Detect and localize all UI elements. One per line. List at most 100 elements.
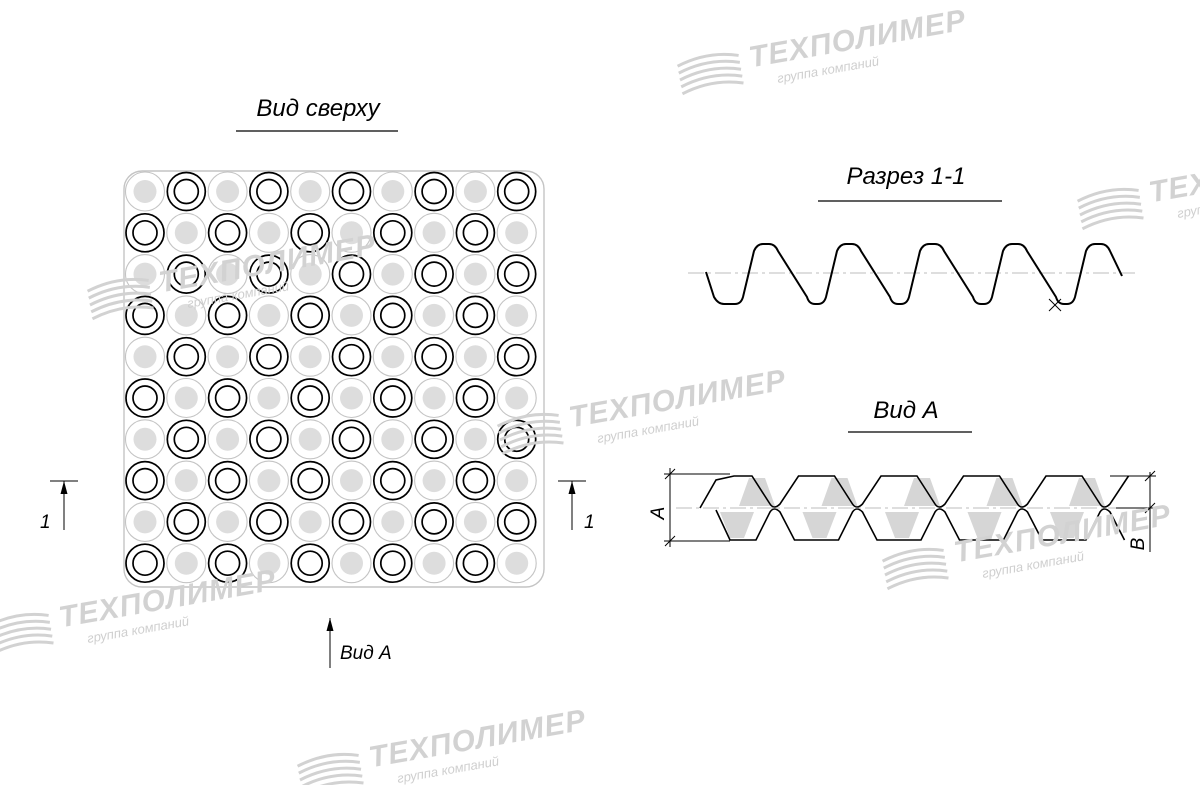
dimple-cell: [207, 336, 248, 377]
top-view-title: Вид сверху: [256, 95, 381, 122]
view-a-stud-fill: [885, 512, 919, 538]
stud-cell: [207, 378, 248, 418]
dimension-a-label: A: [648, 507, 669, 521]
stud-cell: [207, 295, 248, 336]
stud-cell: [207, 212, 248, 253]
stud-cell: [331, 171, 372, 212]
stud-cell: [207, 543, 248, 584]
dimple-cell: [290, 254, 331, 295]
stud-cell: [125, 295, 165, 336]
view-a-lower-profile: [715, 508, 1126, 541]
stud-cell: [166, 419, 207, 460]
stud-cell: [372, 295, 413, 336]
dimple-cell: [414, 377, 455, 419]
dimple-cell: [496, 460, 537, 501]
stud-cell: [455, 295, 496, 336]
dimple-cell: [372, 254, 413, 295]
watermark-logo-icon: [1076, 187, 1144, 231]
view-a-upper-profile: [699, 475, 1130, 509]
stud-cell: [249, 171, 289, 212]
dimple-cell: [124, 419, 166, 460]
dimple-cell: [496, 377, 537, 419]
view-a-stud-fill: [720, 512, 754, 538]
dimple-cell: [455, 419, 496, 460]
section-view: Разрез 1-1: [688, 163, 1135, 312]
stud-cell: [125, 543, 165, 584]
view-a-stud-fill: [1050, 512, 1084, 538]
stud-cell: [166, 336, 207, 377]
section-mark-right-label: 1: [584, 512, 595, 533]
dimple-cell: [455, 336, 496, 377]
watermark-logo-icon: [86, 277, 154, 321]
dimple-cell: [455, 501, 496, 542]
watermark-logo-icon: [0, 612, 54, 656]
watermark-logo-icon: [881, 547, 949, 591]
dimple-cell: [248, 295, 289, 336]
stud-cell: [455, 378, 496, 418]
stud-cell: [125, 378, 165, 418]
dimple-cell: [290, 501, 331, 542]
view-a-arrow: Вид А: [326, 618, 392, 668]
stud-cell: [496, 502, 537, 542]
section-cut-marker: [1048, 298, 1062, 312]
view-a-title: Вид А: [873, 397, 938, 424]
stud-cell: [166, 502, 207, 542]
dimple-cell: [166, 543, 207, 584]
dimple-cell: [290, 419, 331, 460]
dimple-cell: [331, 212, 372, 253]
stud-cell: [496, 254, 537, 294]
dimple-cell: [124, 336, 166, 377]
stud-cell: [496, 336, 537, 377]
dimple-cell: [455, 254, 496, 295]
stud-cell: [290, 543, 331, 584]
dimple-cell: [124, 171, 166, 212]
section-mark-left: 1: [40, 480, 78, 533]
dimension-b: B: [1110, 470, 1156, 552]
stud-cell: [414, 254, 454, 294]
dimple-cell: [207, 254, 248, 295]
stud-cell: [372, 378, 413, 418]
top-view: Вид сверху: [123, 95, 545, 588]
stud-cell: [249, 254, 289, 294]
view-a-stud-fill: [967, 512, 1002, 538]
stud-cell: [125, 212, 165, 253]
dimple-cell: [496, 543, 537, 584]
stud-cell: [414, 502, 454, 542]
dimple-cell: [496, 212, 537, 253]
dimple-cell: [414, 460, 455, 501]
stud-cell: [166, 254, 207, 294]
dimple-cell: [290, 171, 331, 212]
dimple-cell: [372, 336, 413, 377]
dimple-cell: [248, 460, 289, 501]
section-title: Разрез 1-1: [847, 163, 966, 190]
stud-grid: [124, 171, 537, 584]
stud-cell: [249, 419, 289, 460]
dimple-cell: [166, 295, 207, 336]
stud-cell: [331, 502, 372, 542]
section-mark-right: 1: [558, 480, 595, 533]
dimple-cell: [124, 501, 166, 542]
dimension-a: A: [648, 468, 730, 547]
dimple-cell: [331, 377, 372, 419]
view-a-stud-fill: [739, 478, 775, 506]
view-a-stud-fill: [986, 478, 1023, 506]
stud-cell: [125, 460, 165, 501]
dimple-cell: [372, 419, 413, 460]
watermark-logo-icon: [676, 52, 744, 96]
dimple-cell: [372, 501, 413, 542]
dimple-cell: [248, 212, 289, 253]
section-mark-left-label: 1: [40, 512, 51, 533]
dimple-cell: [166, 460, 207, 501]
stud-cell: [496, 171, 537, 212]
dimple-cell: [166, 212, 207, 253]
watermark-logo-icon: [296, 752, 364, 785]
stud-cell: [290, 295, 331, 336]
stud-cell: [331, 254, 372, 294]
dimple-cell: [414, 212, 455, 253]
stud-cell: [249, 336, 289, 377]
stud-cell: [455, 460, 496, 501]
